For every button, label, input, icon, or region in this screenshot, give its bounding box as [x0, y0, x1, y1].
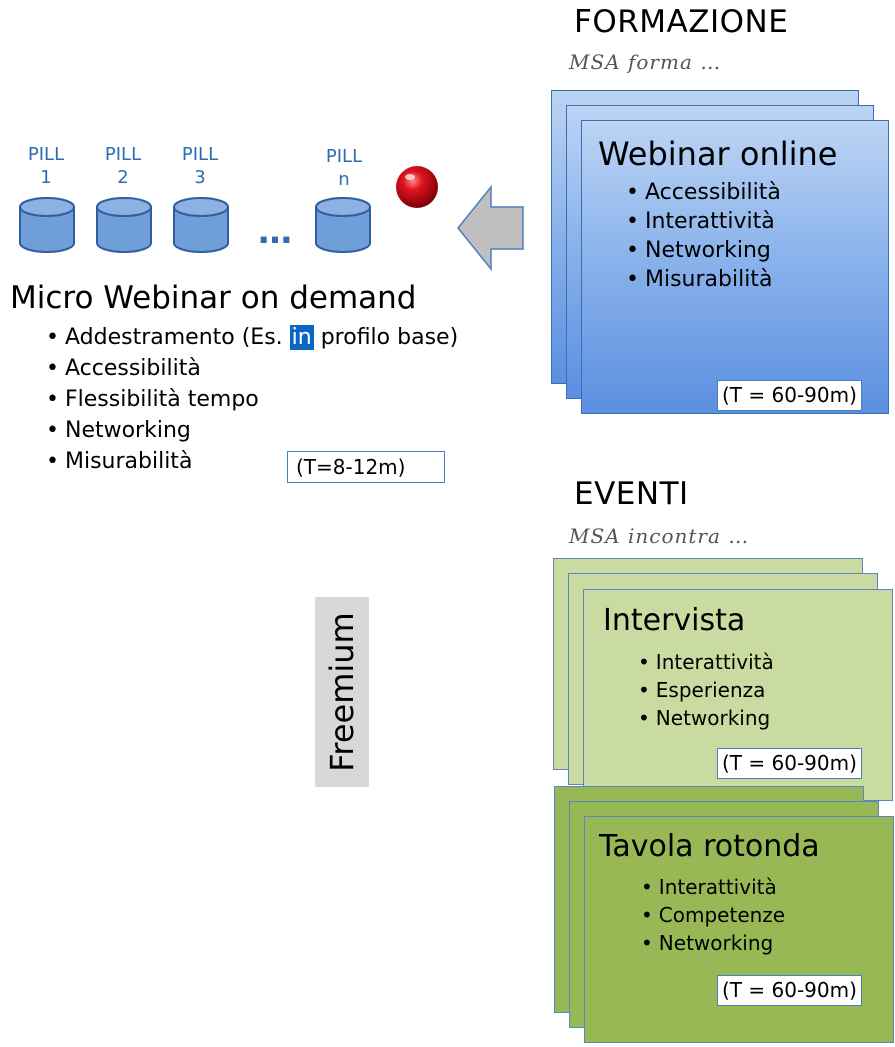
duration-box: (T = 60-90m)	[717, 380, 862, 411]
list-item: Networking	[46, 415, 458, 446]
list-item: Interattività	[638, 648, 774, 676]
pill-label: PILL n	[314, 145, 374, 191]
pill-label-bottom: 1	[40, 167, 52, 188]
list-item: Networking	[641, 929, 785, 957]
freemium-text: Freemium	[323, 612, 361, 772]
formazione-title: FORMAZIONE	[574, 4, 789, 40]
list-item: Competenze	[641, 901, 785, 929]
formazione-subtitle: MSA forma …	[569, 50, 722, 74]
pill-label: PILL 2	[93, 143, 153, 189]
duration-box: (T = 60-90m)	[717, 975, 862, 1006]
list-item: Flessibilità tempo	[46, 384, 458, 415]
card-list: Interattività Esperienza Networking	[638, 648, 774, 732]
list-item: Interattività	[641, 873, 785, 901]
card-title: Tavola rotonda	[599, 829, 820, 864]
list-item: Interattività	[626, 207, 781, 236]
micro-webinar-title: Micro Webinar on demand	[10, 280, 417, 316]
card-title: Intervista	[603, 603, 746, 638]
cylinder-icon	[19, 197, 75, 253]
card-list: Accessibilità Interattività Networking M…	[626, 178, 781, 294]
pill-label-top: PILL	[181, 144, 219, 165]
pill-label-bottom: 2	[117, 167, 129, 188]
pill-label-top: PILL	[27, 144, 65, 165]
pill-label: PILL 3	[170, 143, 230, 189]
micro-webinar-list: Addestramento (Es. in profilo base) Acce…	[46, 322, 458, 477]
list-item: Accessibilità	[46, 353, 458, 384]
card-list: Interattività Competenze Networking	[641, 873, 785, 957]
pill-label-bottom: n	[338, 169, 350, 190]
left-arrow-icon	[457, 184, 524, 272]
item-text: profilo base)	[313, 325, 459, 350]
item-text: Addestramento (Es.	[64, 325, 290, 350]
pill-label-bottom: 3	[194, 167, 206, 188]
pill-label-top: PILL	[104, 144, 142, 165]
list-item: Esperienza	[638, 676, 774, 704]
card-title: Webinar online	[598, 135, 838, 173]
eventi-title: EVENTI	[574, 476, 689, 512]
cylinder-icon	[315, 197, 371, 253]
freemium-label: Freemium	[315, 597, 369, 787]
list-item: Misurabilità	[626, 265, 781, 294]
pill-label-top: PILL	[325, 146, 363, 167]
duration-box: (T=8-12m)	[287, 451, 445, 483]
duration-box: (T = 60-90m)	[717, 748, 862, 779]
list-item: Networking	[638, 704, 774, 732]
list-item: Accessibilità	[626, 178, 781, 207]
list-item: Addestramento (Es. in profilo base)	[46, 322, 458, 353]
ellipsis: …	[258, 212, 293, 252]
list-item: Networking	[626, 236, 781, 265]
linkedin-badge: in	[289, 325, 314, 350]
list-item: Misurabilità	[46, 446, 458, 477]
pill-label: PILL 1	[16, 143, 76, 189]
cylinder-icon	[173, 197, 229, 253]
cylinder-icon	[96, 197, 152, 253]
red-ball-icon	[396, 166, 438, 208]
eventi-subtitle: MSA incontra …	[569, 524, 750, 548]
